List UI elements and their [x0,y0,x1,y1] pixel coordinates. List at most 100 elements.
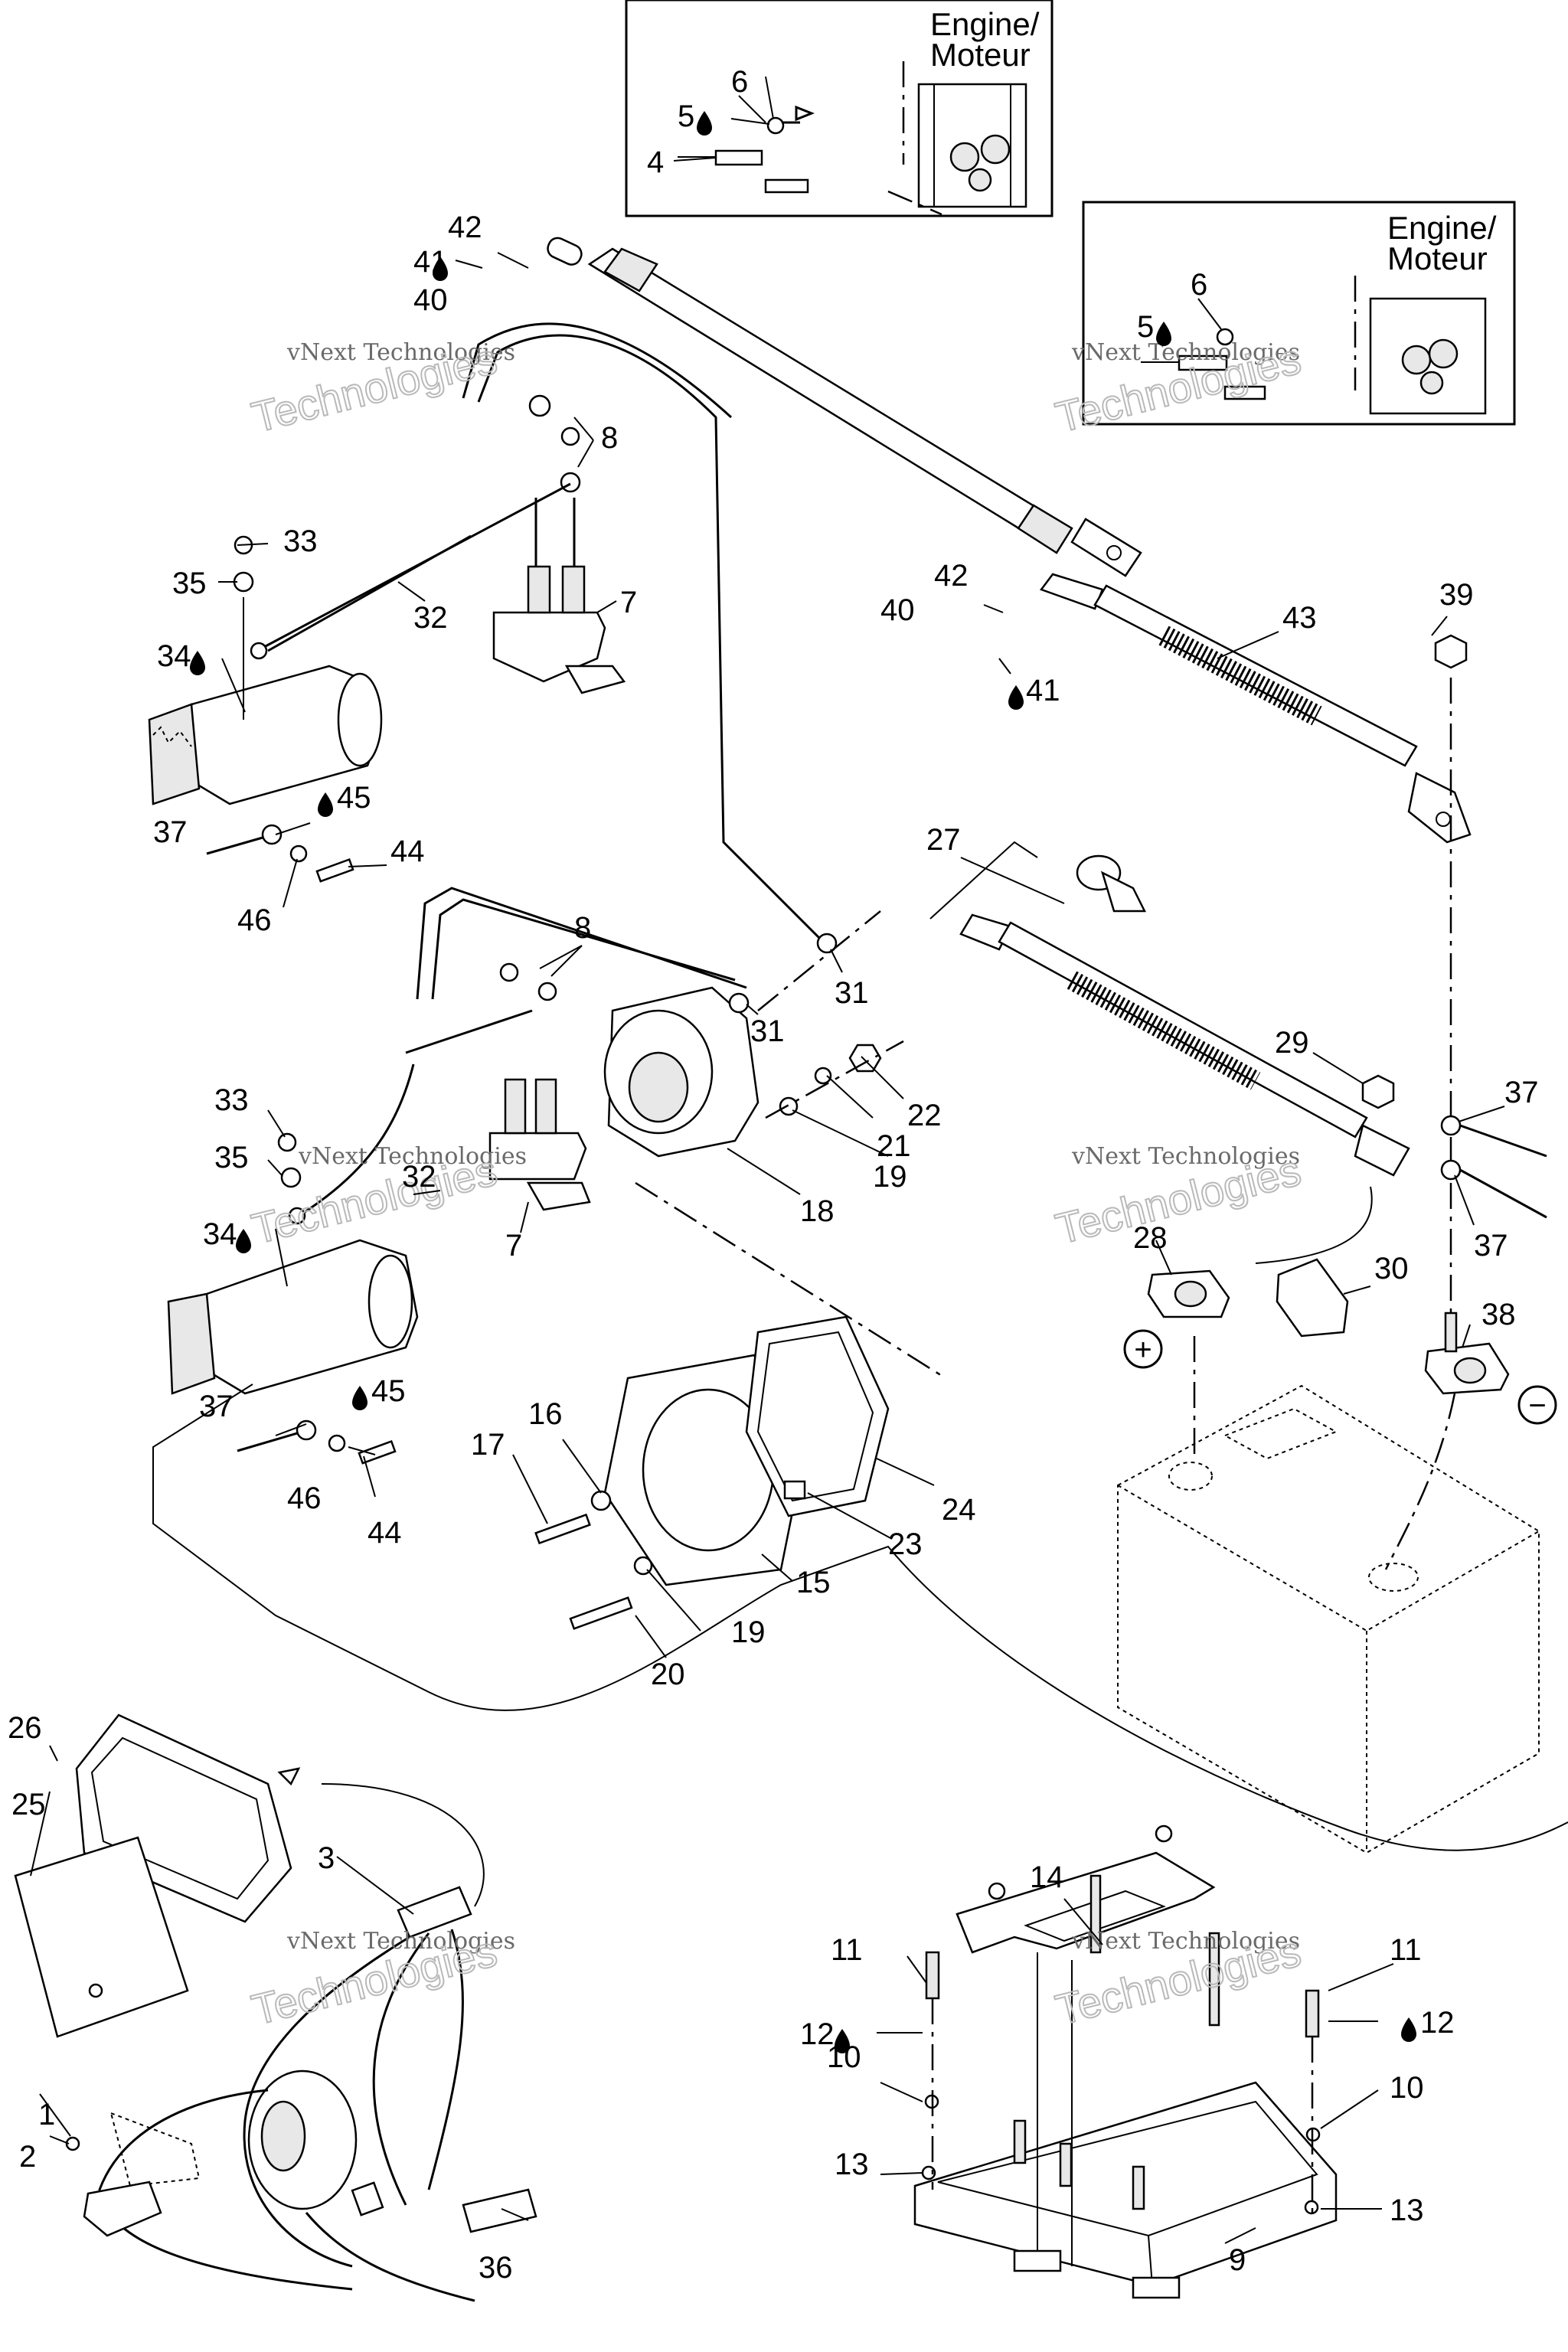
drop-icon-45-lower [352,1386,368,1410]
drop-icon-41-right [1008,685,1024,710]
watermark-7: vNext Technologies [1071,1143,1300,1170]
drop-icon-41 [433,256,448,281]
upper-solenoid [492,394,626,694]
label-30: 30 [1374,1252,1409,1285]
upper-harness-wire [462,322,838,954]
label-44: 44 [390,835,425,868]
label-12: 12 [800,2017,835,2051]
main-unit-18 [603,910,904,1158]
label-9: 9 [1229,2243,1246,2277]
drop-icon-5 [697,111,712,136]
clamp-28 [1147,1269,1230,1318]
watermark-5: vNext Technologies [298,1143,527,1170]
bracket-14 [956,1824,1216,1954]
gasket-24 [745,1315,890,1517]
negative-terminal-vertical [1434,634,1468,1317]
label-7: 7 [620,586,637,619]
label-17: 17 [471,1428,505,1462]
drop-icon-34 [190,651,205,675]
cable-43 [1039,573,1472,844]
label-27: 27 [926,823,961,857]
label-45-lower: 45 [371,1374,406,1408]
inset-top-title-2: Moteur [930,37,1031,73]
label-37-right-top: 37 [1504,1076,1539,1109]
watermark-9: vNext Technologies [286,1928,515,1955]
upper-starter-cable [250,482,571,660]
label-33-lower: 33 [214,1083,249,1117]
label-35: 35 [172,567,207,600]
label-20: 20 [651,1658,685,1691]
drop-icon-34-lower [236,1229,251,1253]
label-41-right: 41 [1026,674,1060,707]
label-13: 13 [835,2148,869,2181]
label-24: 24 [942,1493,976,1527]
label-26: 26 [8,1711,42,1745]
negative-symbol: − [1528,1389,1546,1423]
label-39: 39 [1439,578,1474,612]
drop-icon-12 [835,2029,850,2053]
label-34-lower: 34 [203,1217,237,1251]
label-6-inset: 6 [1191,268,1207,302]
label-6: 6 [731,65,748,99]
label-11-right: 11 [1390,1933,1422,1967]
cable-27 [929,841,1410,1177]
label-7-lower: 7 [505,1229,522,1263]
mount-fasteners [534,1480,806,1630]
label-8: 8 [601,421,618,455]
label-5-inset: 5 [1137,310,1154,344]
upper-starter-fasteners [206,824,354,883]
unit-dashline [635,1181,946,1380]
label-25: 25 [11,1788,46,1821]
label-36: 36 [479,2251,513,2285]
engine-inset-top: Engine/ Moteur [625,0,1054,217]
drop-icon-45 [318,792,333,817]
label-8-lower: 8 [574,911,591,945]
label-11: 11 [831,1933,863,1967]
label-21: 21 [877,1129,911,1163]
engine-inset-right: Engine/ Moteur [1082,201,1516,426]
lubricant-drop-icons [190,111,1416,2053]
leader-lines [30,95,1505,2244]
lower-starter-motor [167,1132,419,1395]
upper-starter-motor [148,535,383,805]
watermark-3: vNext Technologies [1071,339,1300,366]
label-46-lower: 46 [287,1481,322,1515]
inset-top-title-1: Engine/ [930,6,1040,42]
label-35-lower: 35 [214,1141,249,1174]
box-25 [14,1713,292,2038]
positive-symbol: + [1134,1333,1152,1367]
lower-starter-fasteners [237,1419,397,1465]
lower-solenoid [405,962,591,1211]
label-29: 29 [1275,1026,1309,1060]
label-19-lower: 19 [731,1615,766,1649]
label-45: 45 [337,781,371,815]
part-labels: 6 5 4 6 5 42 41 40 8 33 35 32 7 34 45 37… [8,65,1539,2285]
drop-icon-5-inset [1156,322,1171,346]
label-5: 5 [678,100,694,133]
label-33: 33 [283,524,318,558]
label-38: 38 [1481,1298,1516,1331]
label-18: 18 [800,1194,835,1228]
label-22: 22 [907,1099,942,1132]
watermark-1: vNext Technologies [286,339,515,366]
label-31: 31 [835,976,869,1010]
label-12-right: 12 [1420,2006,1455,2040]
label-42-right: 42 [934,559,969,593]
terminal-wires-37 [1255,1074,1547,1264]
label-23: 23 [888,1527,923,1561]
label-43: 43 [1282,601,1317,635]
lower-harness-wire [416,887,747,1000]
inset-right-title-1: Engine/ [1387,210,1497,246]
label-16: 16 [528,1397,563,1431]
label-40: 40 [413,283,448,317]
label-15: 15 [796,1566,831,1599]
label-2: 2 [19,2140,36,2174]
upper-battery-cable [267,237,1142,652]
label-10-right: 10 [1390,2071,1424,2105]
label-34: 34 [157,639,191,673]
label-46: 46 [237,903,272,937]
label-32: 32 [413,601,448,635]
label-13-right: 13 [1390,2194,1424,2227]
label-37-right-bottom: 37 [1474,1229,1508,1263]
